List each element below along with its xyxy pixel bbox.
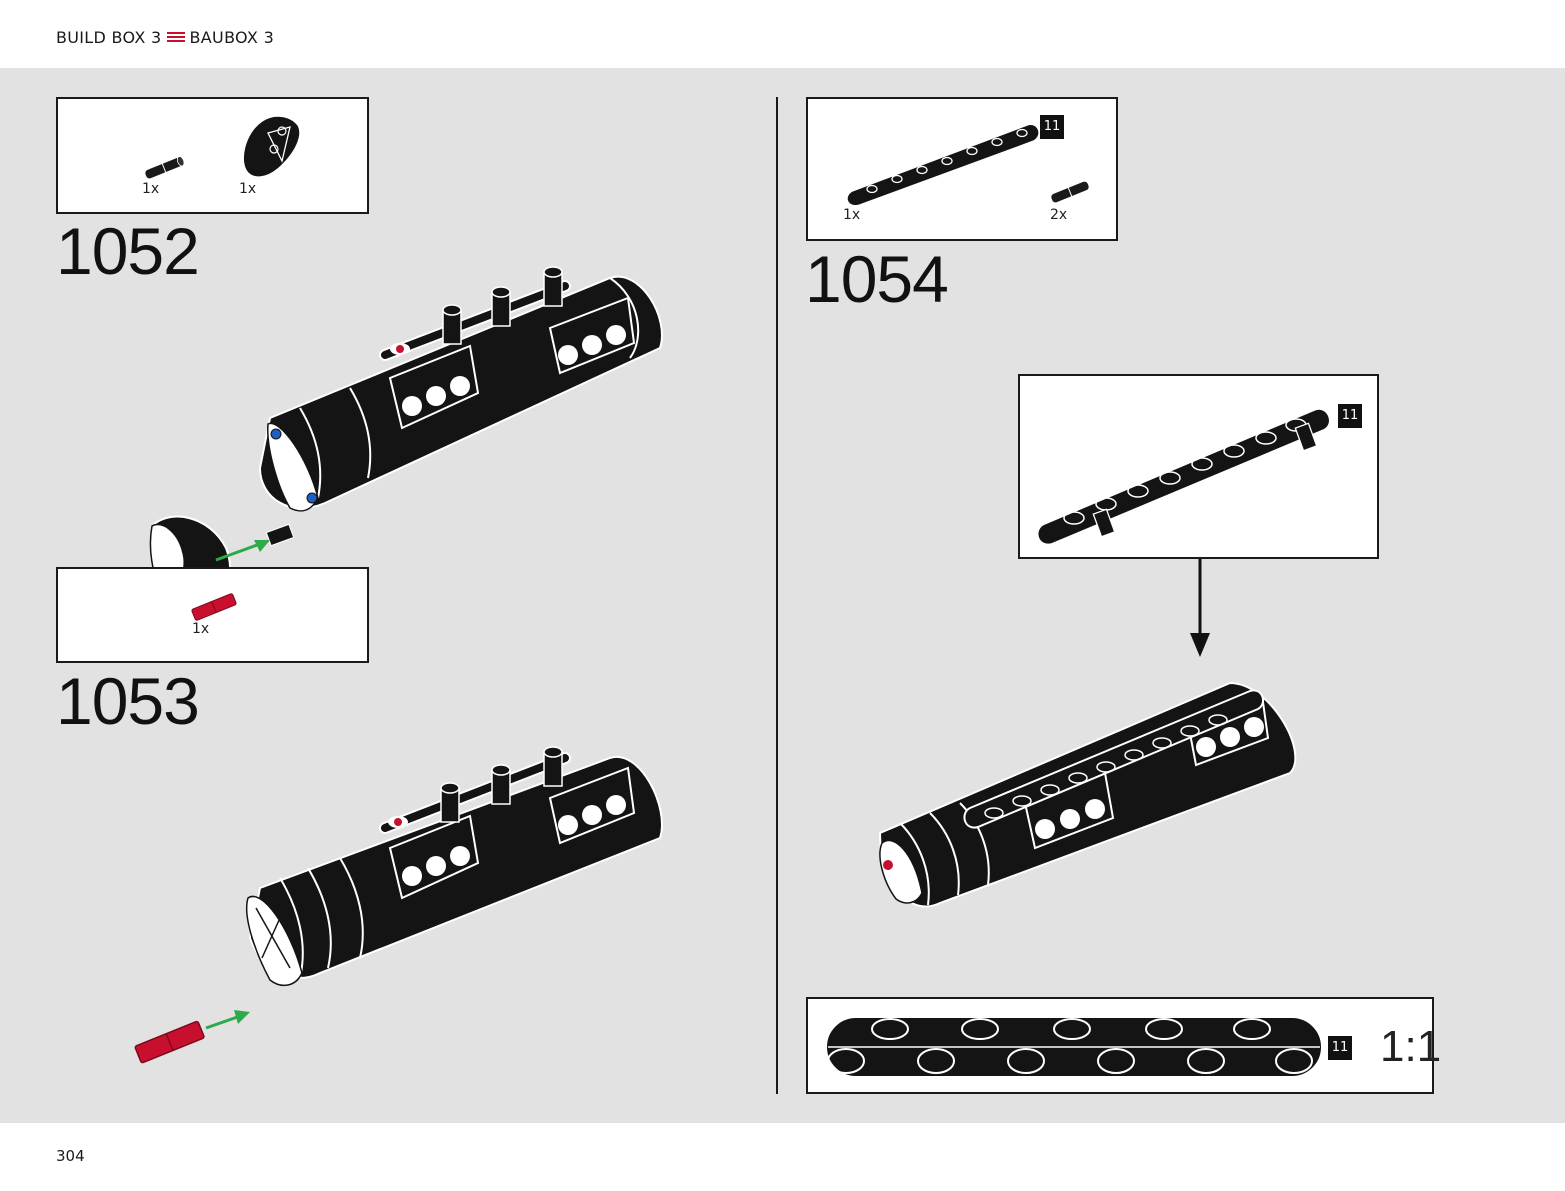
instruction-area: 1x 1x 1052 <box>0 68 1565 1123</box>
parts-box-1054: 1x 2x 11 <box>806 97 1118 241</box>
length-badge: 11 <box>1338 404 1362 428</box>
placement-arrow <box>1190 559 1210 657</box>
liftarm-11-icon <box>846 123 1040 207</box>
page-footer: 304 <box>0 1123 1565 1191</box>
step-number-1053: 1053 <box>56 664 200 738</box>
length-badge: 11 <box>1328 1036 1352 1060</box>
page-header: BUILD BOX 3 BAUBOX 3 <box>0 0 1565 68</box>
build-box-en: BUILD BOX 3 <box>56 27 162 47</box>
step-number-1054: 1054 <box>805 242 949 316</box>
parts-box-1052: 1x 1x <box>56 97 369 214</box>
curved-panel-icon <box>242 115 301 178</box>
menu-icon <box>166 30 185 44</box>
assembly-illustration-1052 <box>149 266 663 606</box>
length-badge: 11 <box>1040 115 1064 139</box>
assembly-illustration-1054 <box>878 681 1297 908</box>
liftarm-with-pins-icon <box>1036 408 1331 546</box>
part-qty: 1x <box>239 181 257 197</box>
step-number-1052: 1052 <box>56 214 200 288</box>
assembly-illustration-1053 <box>134 746 663 1064</box>
scale-label: 1:1 <box>1380 1022 1442 1071</box>
scale-ruler-box: 11 1:1 <box>806 997 1441 1094</box>
subassembly-callout: 11 <box>1018 374 1379 559</box>
page-number: 304 <box>56 1147 85 1165</box>
part-qty: 1x <box>142 181 160 197</box>
header-title: BUILD BOX 3 BAUBOX 3 <box>56 26 274 48</box>
liftarm-1-to-1-icon <box>825 1016 1323 1078</box>
column-divider <box>776 97 778 1094</box>
build-box-de: BAUBOX 3 <box>189 27 275 47</box>
part-qty: 2x <box>1050 207 1068 223</box>
red-axle-pin-icon <box>191 593 237 621</box>
part-qty: 1x <box>192 621 210 637</box>
pin-icon <box>1050 180 1090 204</box>
part-qty: 1x <box>843 207 861 223</box>
parts-box-1053: 1x <box>56 567 369 663</box>
pin-icon <box>144 156 185 180</box>
